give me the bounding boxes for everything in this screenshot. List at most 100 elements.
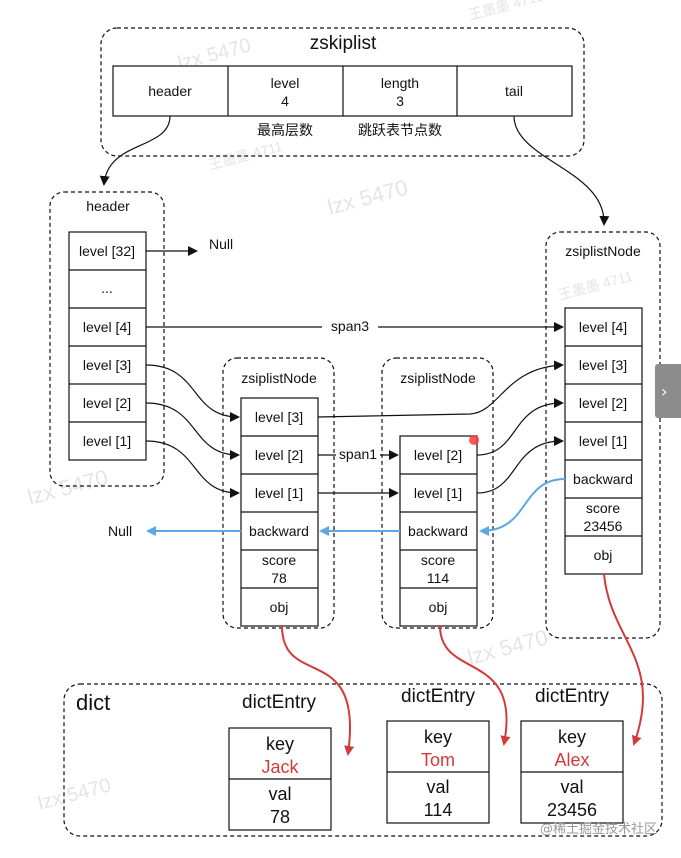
- dict-entry-1-key-label: key: [266, 734, 294, 754]
- dict-entry-3-key-label: key: [558, 727, 586, 747]
- node-3-level-1: level [1]: [579, 433, 627, 449]
- node-2-body: [399, 435, 478, 627]
- chevron-right-icon: ›: [661, 382, 668, 401]
- dict-entry-1-val-value: 78: [270, 807, 290, 827]
- node-3-level-4: level [4]: [579, 319, 627, 335]
- watermark: lzx 5470: [465, 624, 551, 669]
- header-level-3: level [3]: [83, 357, 131, 373]
- node-1-backward: backward: [249, 523, 309, 539]
- dict-struct: dict dictEntry key Jack val 78 dictEntry…: [63, 683, 663, 837]
- node-2-level-2: level [2]: [414, 447, 462, 463]
- node-1-score-label: score: [262, 552, 296, 568]
- dict-container: [63, 683, 663, 837]
- node-1-level-1: level [1]: [255, 485, 303, 501]
- node-2-score-label: score: [421, 552, 455, 568]
- node-3-level-2: level [2]: [579, 395, 627, 411]
- caption-max-level: 最高层数: [257, 122, 313, 139]
- header-level-2-arrow: [145, 402, 240, 460]
- null-top-label: Null: [209, 236, 233, 252]
- span3-label: span3: [331, 318, 369, 334]
- node-3-title: zsiplistNode: [565, 243, 641, 259]
- dict-entry-1-key-value: Jack: [261, 757, 299, 777]
- node-3-body: [564, 307, 643, 575]
- header-level-1: level [1]: [83, 433, 131, 449]
- watermark: 王墨墨 4711: [467, 0, 545, 23]
- zskiplist-header-field: header: [148, 83, 192, 99]
- watermark: 王墨墨 4711: [207, 138, 285, 173]
- zskiplist-title: zskiplist: [310, 33, 377, 54]
- node-3-level-3: level [3]: [579, 357, 627, 373]
- watermark: lzx 5470: [36, 774, 114, 815]
- source-credit: @稀土掘金技术社区: [540, 822, 658, 837]
- dict-entry-2-title: dictEntry: [401, 686, 475, 707]
- cursor-dot: [469, 435, 479, 445]
- skiplist-node-2: zsiplistNode level [2] level [1] backwar…: [381, 357, 494, 629]
- node-3-obj: obj: [594, 547, 613, 563]
- span1-label: span1: [339, 446, 377, 462]
- obj-pointers: [281, 573, 644, 756]
- dict-entry-3-val-label: val: [560, 777, 583, 797]
- node-1-level-2: level [2]: [255, 447, 303, 463]
- side-panel-toggle[interactable]: ›: [655, 364, 681, 418]
- dict-entry-2-key-value: Tom: [421, 750, 455, 770]
- node-1-obj-arrow: [281, 625, 355, 756]
- node-3-backward: backward: [573, 471, 633, 487]
- zskiplist-length-value: 3: [396, 93, 404, 109]
- node-2-backward: backward: [408, 523, 468, 539]
- node-3-score-value: 23456: [584, 518, 623, 534]
- dict-entry-2-val-value: 114: [424, 800, 453, 820]
- node-1-obj: obj: [270, 599, 289, 615]
- caption-node-count: 跳跃表节点数: [358, 123, 442, 139]
- header-level-3-arrow: [145, 364, 240, 422]
- dict-entry-3-title: dictEntry: [535, 686, 609, 707]
- node-3-container: [545, 231, 661, 639]
- node-2-obj-arrow: [439, 625, 511, 746]
- header-pointer-arrow: [99, 115, 171, 186]
- header-level-4: level [4]: [83, 319, 131, 335]
- header-level-32: level [32]: [79, 243, 135, 259]
- zskiplist-tail-field: tail: [505, 83, 523, 99]
- header-title: header: [86, 198, 130, 214]
- node-1-title: zsiplistNode: [241, 370, 317, 386]
- watermark: 王墨墨 4711: [557, 268, 635, 303]
- node-2-level-1: level [1]: [414, 485, 462, 501]
- dict-entry-2-val-label: val: [426, 777, 449, 797]
- watermark: lzx 5470: [25, 464, 111, 509]
- zskiplist-container: [100, 27, 585, 157]
- node-2-obj: obj: [429, 599, 448, 615]
- node-2-container: [381, 357, 494, 629]
- dict-entry-3-key-value: Alex: [554, 750, 589, 770]
- header-container: [49, 191, 165, 487]
- header-level-ellipsis: ...: [101, 280, 113, 296]
- backward-pointers: Null: [108, 478, 566, 539]
- zskiplist-level-label: level: [271, 75, 300, 91]
- forward-pointers: Null span3 span1: [99, 115, 610, 498]
- node-3-backward-arrow: [479, 478, 566, 536]
- dict-entry-1-val-label: val: [268, 784, 291, 804]
- node-3-score-label: score: [586, 500, 620, 516]
- dict-entry-1-title: dictEntry: [242, 692, 316, 713]
- node-1-level-3-arrow: [317, 360, 564, 418]
- skiplist-node-3: zsiplistNode level [4] level [3] level […: [545, 231, 661, 639]
- header-level-2: level [2]: [83, 395, 131, 411]
- node-2-score-value: 114: [427, 570, 450, 586]
- node-3-obj-arrow: [603, 573, 644, 746]
- watermark: lzx 5470: [325, 174, 411, 219]
- zskiplist-struct: zskiplist header level 4 length 3 tail 最…: [100, 27, 585, 157]
- node-2-title: zsiplistNode: [400, 370, 476, 386]
- node-2-level-1-arrow: [476, 436, 564, 494]
- dict-title: dict: [76, 690, 110, 715]
- node-1-level-3: level [3]: [255, 409, 303, 425]
- skiplist-node-1: zsiplistNode level [3] level [2] level […: [222, 357, 335, 629]
- node-2-level-2-arrow: [476, 398, 564, 456]
- tail-pointer-arrow: [513, 115, 610, 226]
- dict-entry-3-val-value: 23456: [547, 800, 597, 820]
- header-level-1-arrow: [145, 440, 240, 498]
- zskiplist-length-label: length: [381, 75, 419, 91]
- null-left-label: Null: [108, 523, 132, 539]
- node-1-score-value: 78: [271, 570, 287, 586]
- dict-entry-2-key-label: key: [424, 727, 452, 747]
- zskiplist-level-value: 4: [281, 93, 289, 109]
- header-node: header level [32] ... level [4] level [3…: [49, 191, 165, 487]
